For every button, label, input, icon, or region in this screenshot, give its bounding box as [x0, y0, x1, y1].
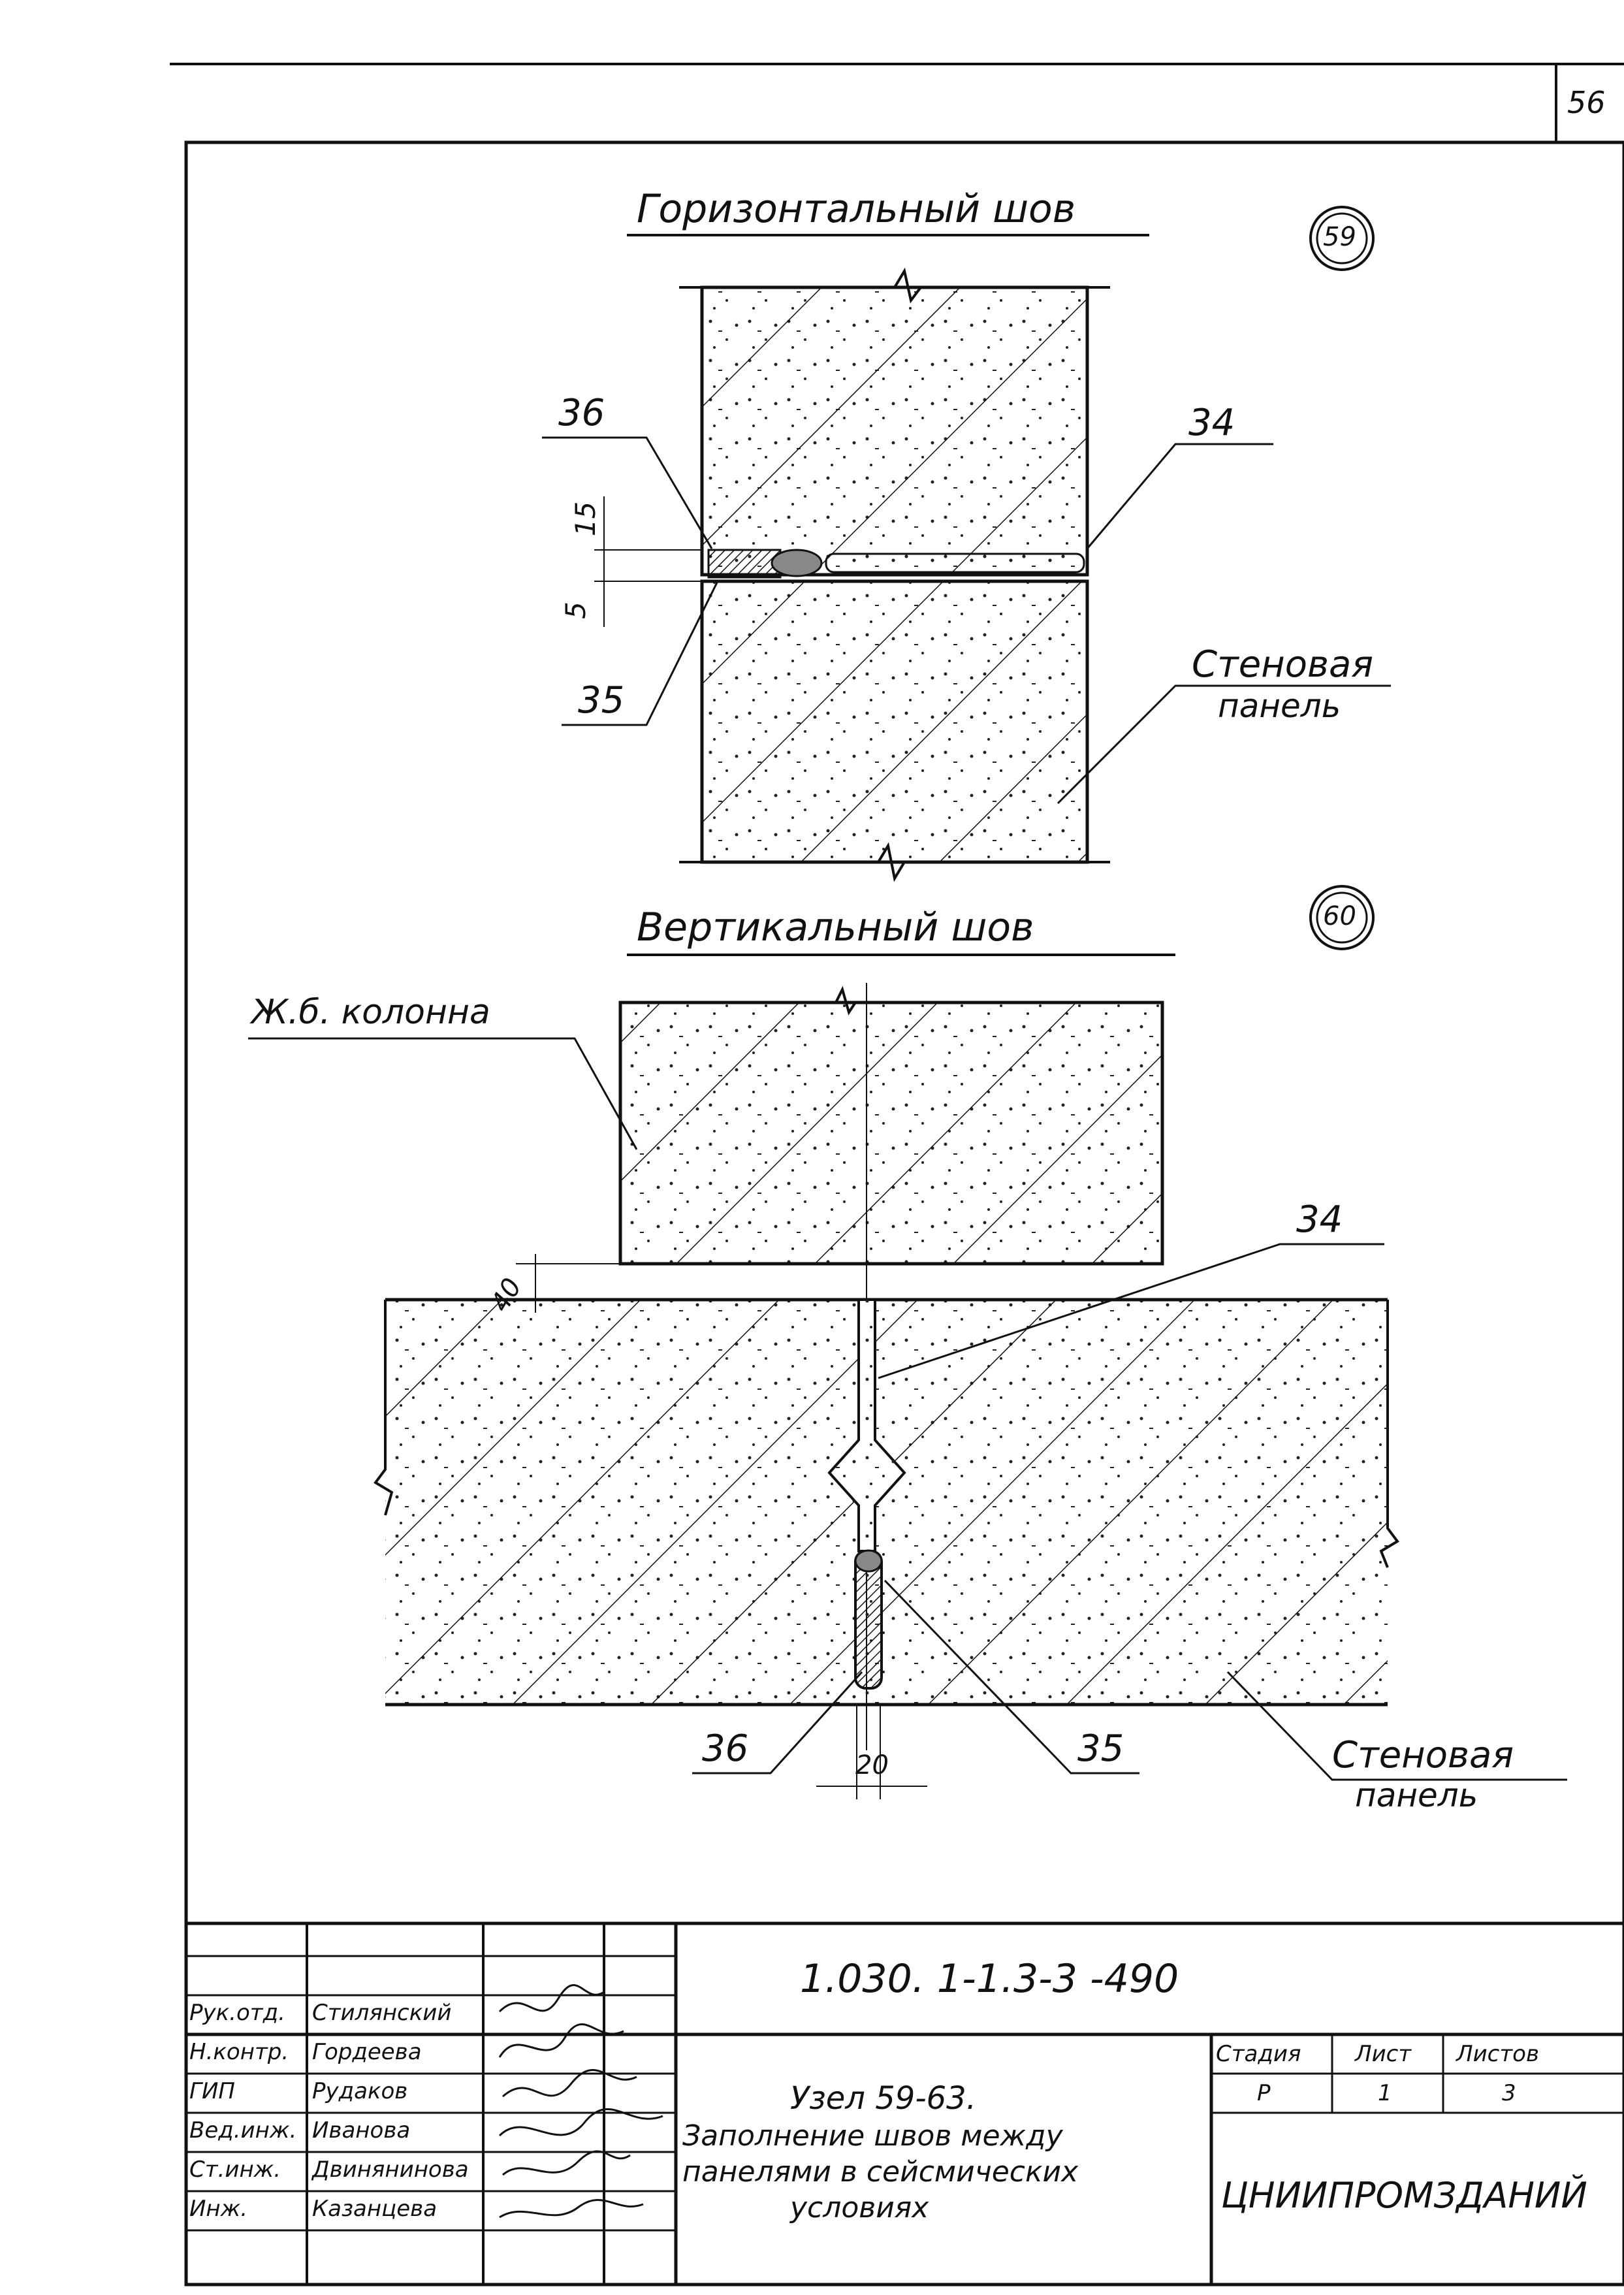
description-line-4: условиях: [790, 2191, 929, 2224]
staff-role: Ст.инж.: [189, 2157, 281, 2183]
column-label: Ж.б. колонна: [251, 993, 490, 1032]
description-line-2: Заполнение швов между: [682, 2119, 1063, 2153]
detail-59-callout-35: 35: [578, 679, 625, 722]
detail-60-panel-label-2: панель: [1355, 1776, 1478, 1814]
stage-value: Р: [1257, 2080, 1271, 2106]
detail-59-panel-label-2: панель: [1218, 687, 1341, 725]
title-block-lines: [186, 1921, 1624, 2285]
description-line-1: Узел 59-63.: [790, 2080, 976, 2117]
detail-59-panel-label-1: Стеновая: [1192, 643, 1374, 686]
sheets-value: 3: [1502, 2080, 1516, 2106]
staff-name: Стилянский: [312, 2000, 452, 2026]
stage-header: Стадия: [1216, 2041, 1301, 2067]
staff-name: Иванова: [312, 2117, 411, 2143]
detail-59-title: Горизонтальный шов: [637, 186, 1076, 232]
sheet-corner-number: 56: [1567, 85, 1606, 120]
detail-59-number: 59: [1323, 222, 1356, 252]
sheet-value: 1: [1378, 2080, 1392, 2106]
detail-59-callout-34: 34: [1188, 402, 1235, 444]
detail-60-callout-34: 34: [1296, 1198, 1343, 1241]
staff-role: ГИП: [189, 2078, 235, 2104]
staff-name: Двинянинова: [312, 2157, 469, 2183]
staff-role: Н.контр.: [189, 2039, 289, 2065]
sheet-header: Лист: [1355, 2041, 1412, 2067]
signature-scribbles: [498, 1984, 663, 2219]
drawing-designation: 1.030. 1-1.3-3 -490: [800, 1956, 1179, 2002]
sheets-header: Листов: [1456, 2041, 1540, 2067]
staff-role: Рук.отд.: [189, 2000, 285, 2026]
detail-59-dim-15: 15: [569, 501, 602, 537]
staff-name: Рудаков: [312, 2078, 408, 2104]
organization-name: ЦНИИПРОМЗДАНИЙ: [1221, 2175, 1587, 2216]
staff-name: Казанцева: [312, 2196, 438, 2222]
detail-59-drawing: [542, 206, 1391, 882]
staff-role: Инж.: [189, 2196, 248, 2222]
detail-59-callout-36: 36: [558, 392, 605, 434]
detail-60-callout-35: 35: [1077, 1727, 1124, 1770]
staff-name: Гордеева: [312, 2039, 422, 2065]
staff-role: Вед.инж.: [189, 2117, 297, 2143]
detail-60-panel-label-1: Стеновая: [1332, 1734, 1514, 1776]
detail-60-dim-20: 20: [855, 1750, 889, 1780]
detail-60-callout-36: 36: [702, 1727, 749, 1770]
detail-60-number: 60: [1323, 901, 1356, 931]
detail-59-dim-5: 5: [559, 602, 592, 619]
detail-60-title: Вертикальный шов: [637, 905, 1034, 950]
description-line-3: панелями в сейсмических: [682, 2155, 1079, 2189]
detail-60-drawing: [248, 885, 1567, 1799]
